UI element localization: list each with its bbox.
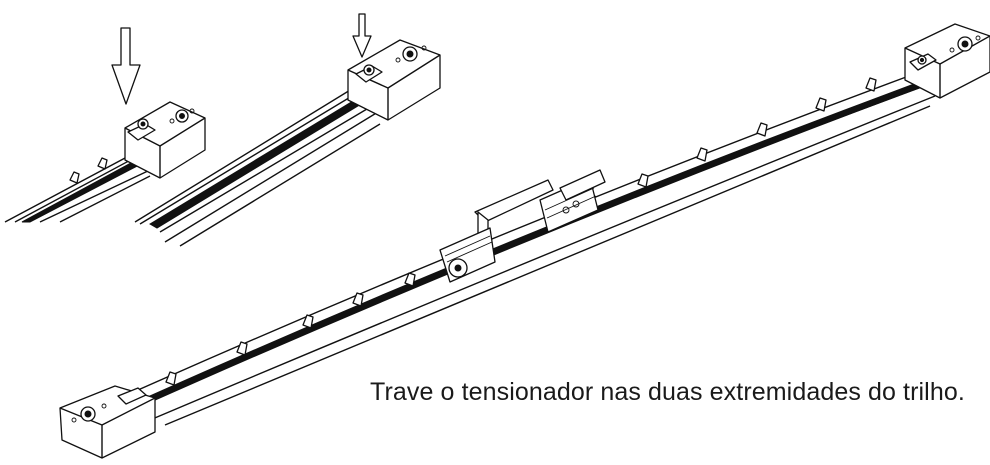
hook bbox=[696, 147, 708, 162]
instruction-caption: Trave o tensionador nas duas extremidade… bbox=[370, 378, 965, 406]
main-curtain-track bbox=[59, 23, 990, 459]
hook bbox=[165, 371, 177, 386]
down-arrow-icon bbox=[111, 27, 141, 105]
master-carrier bbox=[439, 169, 606, 283]
detail-track-end-left bbox=[4, 101, 206, 223]
detail-track-end-right bbox=[134, 39, 441, 247]
end-cap-left bbox=[59, 385, 156, 459]
hook bbox=[404, 272, 416, 287]
end-cap-right bbox=[904, 23, 990, 99]
down-arrow-icon bbox=[352, 13, 372, 58]
hook bbox=[865, 77, 877, 92]
hook bbox=[236, 341, 248, 356]
hook bbox=[352, 292, 364, 307]
hook bbox=[815, 97, 827, 112]
hook bbox=[637, 173, 649, 188]
hook bbox=[302, 314, 314, 329]
hook bbox=[756, 122, 768, 137]
